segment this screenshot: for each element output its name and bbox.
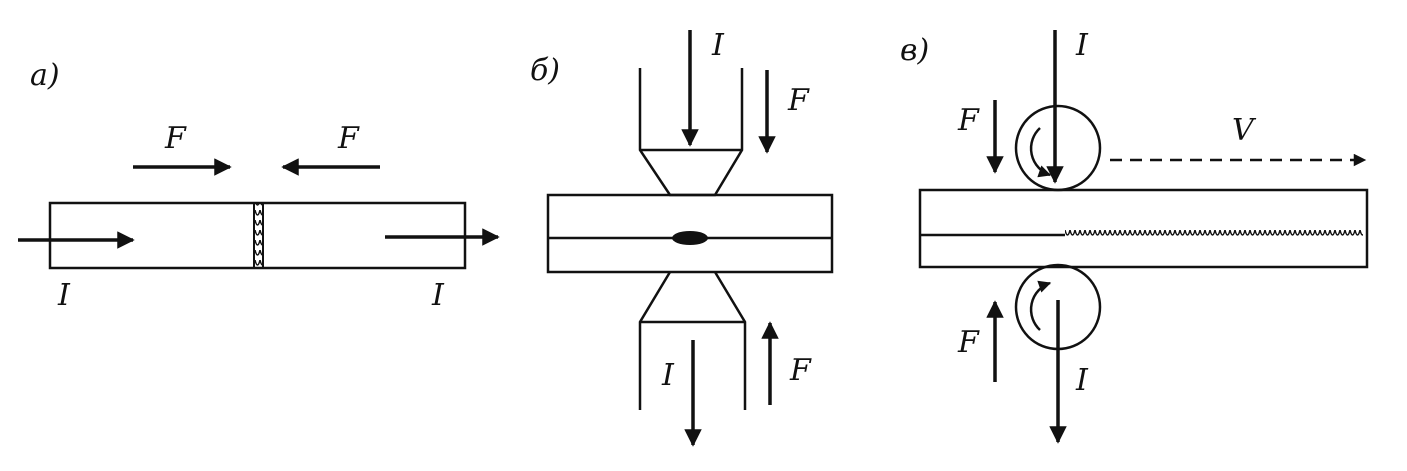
- force-label-right: F: [337, 121, 360, 156]
- force-label-bottom: F: [789, 353, 812, 388]
- current-label-left: I: [57, 278, 71, 313]
- panel-a-label: а): [30, 58, 60, 93]
- lower-electrode: [638, 271, 747, 410]
- panel-b-spot-welding: б) I F I F: [530, 28, 834, 447]
- upper-electrode: [638, 68, 744, 197]
- panel-b-label: б): [530, 53, 560, 88]
- panel-a-butt-welding: а) F F I I: [18, 58, 500, 313]
- panel-c-label: в): [900, 33, 929, 68]
- upper-roller: [1014, 104, 1102, 192]
- force-label-left: F: [164, 121, 187, 156]
- force-label-bottom: F: [957, 325, 980, 360]
- weld-seam: [253, 202, 264, 269]
- current-label-bottom: I: [1075, 363, 1089, 398]
- velocity-label: V: [1232, 113, 1257, 148]
- force-label-top: F: [957, 103, 980, 138]
- current-label-top: I: [1075, 28, 1089, 63]
- rotation-arrow-upper: [1029, 127, 1052, 178]
- current-label-top: I: [711, 28, 725, 63]
- panel-c-seam-welding: в) I F V F I: [900, 28, 1369, 444]
- seam-weld: [1065, 228, 1363, 238]
- force-label-top: F: [787, 83, 810, 118]
- current-label-bottom: I: [661, 358, 675, 393]
- rotation-arrow-lower: [1029, 280, 1052, 331]
- current-label-right: I: [431, 278, 445, 313]
- sheet-stack: [918, 188, 1369, 269]
- weld-nugget: [672, 231, 708, 245]
